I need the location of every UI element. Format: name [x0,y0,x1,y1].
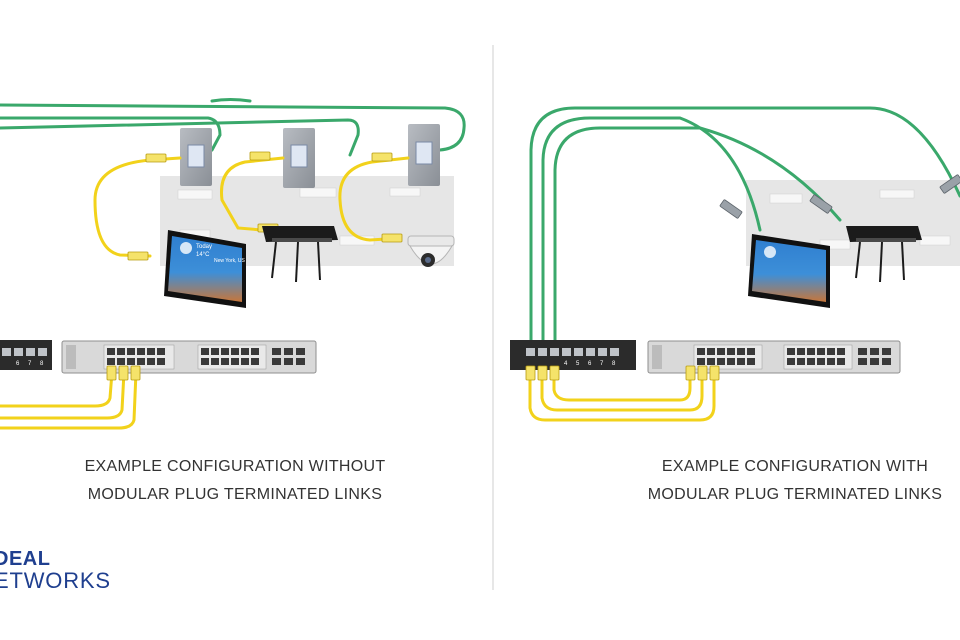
caption-with-mptl: EXAMPLE CONFIGURATION WITH MODULAR PLUG … [600,453,960,509]
yellow-cables-panel-to-switch [528,370,716,422]
switch-plugs-left [106,365,141,381]
panel-right-port-4: 4 [564,361,568,367]
right-configuration: 4 5 6 7 8 [510,106,960,422]
green-cables-left [0,98,466,157]
patch-panel-right: 4 5 6 7 8 [510,340,636,370]
wall-outlet-1 [180,128,212,186]
display-screen-left: Today 14°C New York, US [164,230,246,308]
yellow-patch-cords-left [93,156,410,258]
caption-right-line2: MODULAR PLUG TERMINATED LINKS [647,486,943,503]
panel-right-port-5: 5 [576,361,580,367]
network-switch-left [61,340,317,374]
ideal-networks-logo: DEAL ETWORKS [0,548,111,592]
tv-day-label: Today [196,244,212,250]
logo-line1: DEAL [0,548,51,570]
left-configuration: Today 14°C New York, US 6 7 8 [0,98,466,430]
caption-without-mptl: EXAMPLE CONFIGURATION WITHOUT MODULAR PL… [40,453,430,509]
panel-left-port-6: 6 [16,361,20,367]
panel-switch-plugs-right [525,365,720,381]
tv-city-label: New York, US [214,258,246,264]
wireless-router-right [846,226,922,283]
caption-left-line2: MODULAR PLUG TERMINATED LINKS [87,486,383,503]
caption-left-line1: EXAMPLE CONFIGURATION WITHOUT [84,458,386,475]
rj45-plugs-left [127,151,403,261]
wall-outlet-2 [283,128,315,188]
green-cables-right [529,106,960,348]
ceiling-lights-right [769,189,951,250]
yellow-cables-to-switch-left [0,370,138,430]
panel-right-port-8: 8 [612,361,616,367]
display-screen-right [748,234,830,308]
panel-left-port-8: 8 [40,361,44,367]
panel-right-port-6: 6 [588,361,592,367]
caption-right-line1: EXAMPLE CONFIGURATION WITH [661,458,929,475]
wireless-router-left [262,226,338,283]
tv-temp-label: 14°C [196,252,210,258]
network-switch-right [647,340,901,374]
logo-line2: ETWORKS [0,568,111,593]
patch-panel-left: 6 7 8 [0,340,52,370]
wall-outlet-3 [408,124,440,186]
modular-plugs-right [719,174,960,219]
dome-camera [407,235,455,267]
panel-left-port-7: 7 [28,361,32,367]
panel-right-port-7: 7 [600,361,604,367]
